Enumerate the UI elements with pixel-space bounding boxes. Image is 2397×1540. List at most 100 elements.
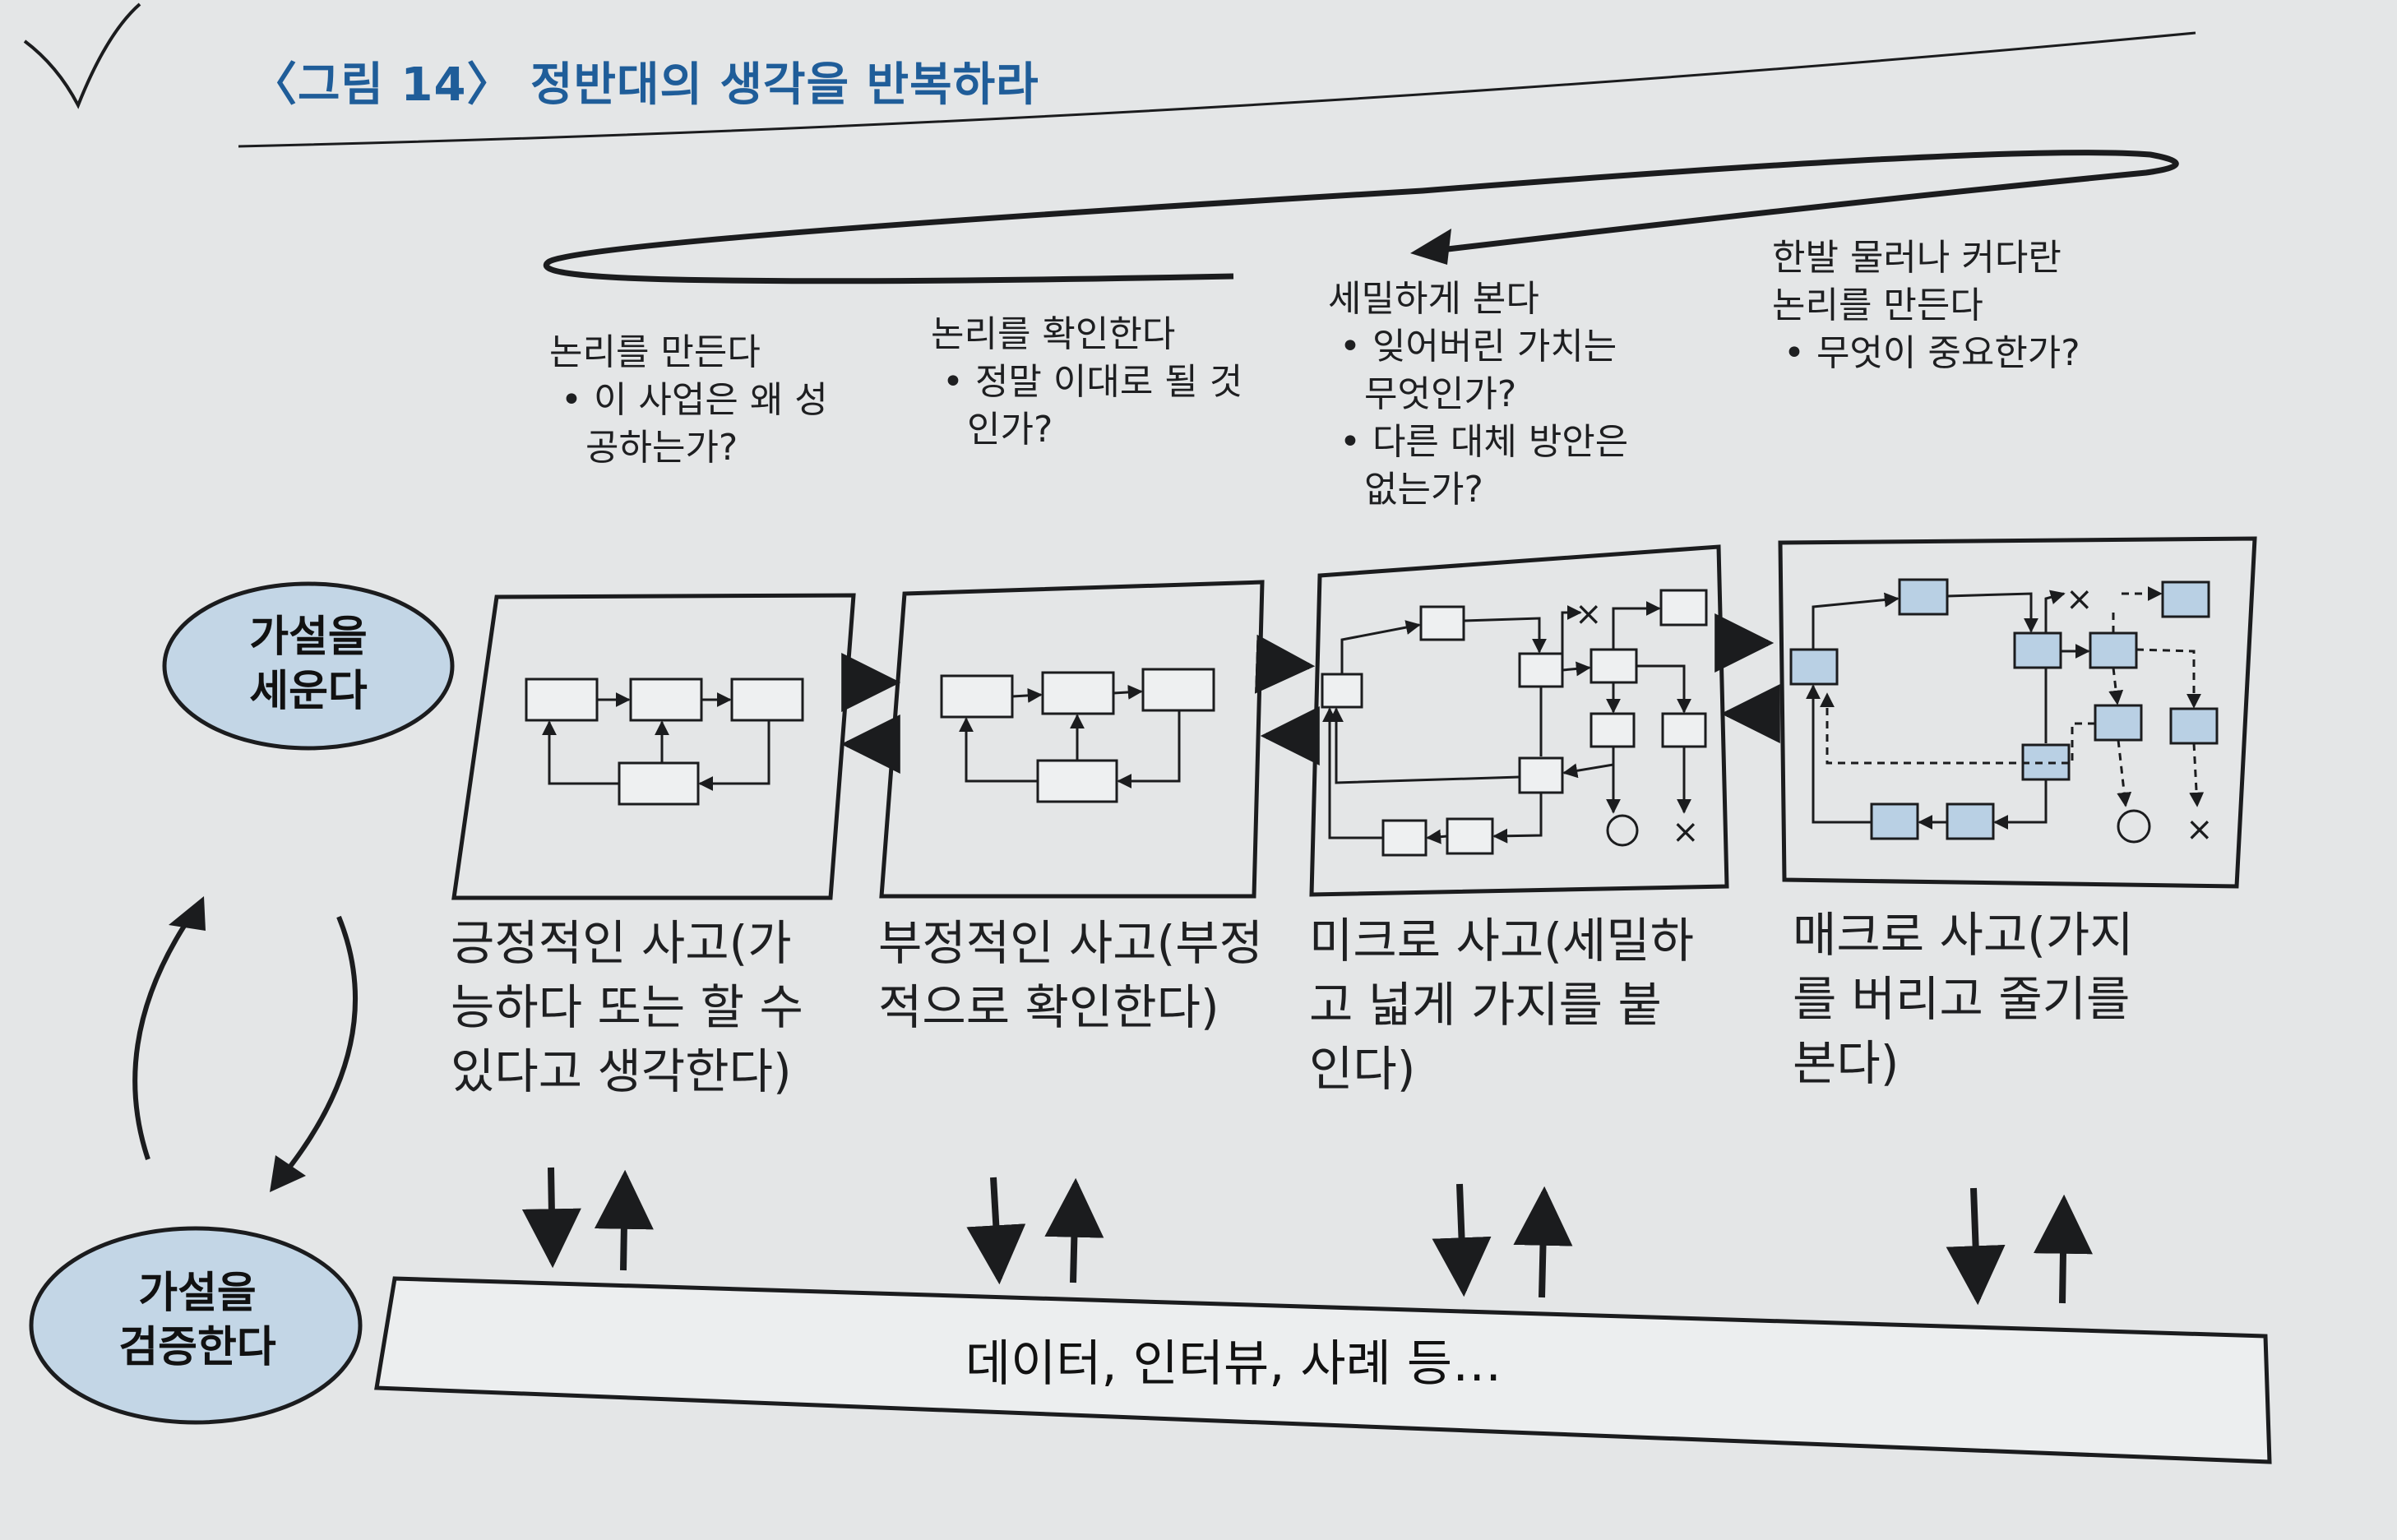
logic-box [1036, 759, 1118, 803]
data-exchange-arrows [521, 1167, 2093, 1306]
hypothesis-verify-oval [29, 1226, 363, 1425]
repeat-loop [543, 150, 2179, 284]
logic-flow-positive [525, 678, 804, 806]
x-mark-icon: × [1575, 595, 1603, 633]
logic-box [618, 761, 700, 806]
logic-box [1041, 671, 1115, 715]
logic-flow-macro [1789, 578, 2219, 840]
stage-transition-arrows [840, 613, 1780, 774]
cycle-arrow-up [132, 907, 198, 1160]
figure-title: 〈그림 14〉 정반대의 생각을 반복하라 [251, 58, 1039, 112]
logic-box [2094, 704, 2143, 742]
logic-box [1321, 673, 1363, 709]
circle-mark-icon [2117, 809, 2151, 844]
note-bullet-line: 공하는가? [585, 427, 738, 469]
note-bullet: • 이 사업은 왜 성 공하는가? [549, 377, 828, 472]
logic-box [1590, 712, 1636, 748]
hypothesis-set-line2: 세운다 [249, 667, 368, 716]
x-mark-icon: × [1672, 813, 1700, 851]
logic-box [2161, 580, 2210, 618]
hypothesis-set-line1: 가설을 [249, 613, 368, 662]
data-bar [374, 1276, 2272, 1464]
hypothesis-set-oval [162, 581, 455, 751]
logic-box [1870, 802, 1919, 840]
pruned-branches [1820, 586, 2205, 807]
note-positive: 논리를 만든다 • 이 사업은 왜 성 공하는가? [549, 329, 828, 472]
logic-box [2089, 631, 2138, 669]
note-heading: 한발 물러나 커다란 [1772, 237, 2062, 279]
logic-box [1141, 668, 1215, 712]
stage-frame-macro [1778, 536, 2257, 889]
logic-box [1946, 802, 1995, 840]
note-bullet-line: • 다른 대체 방안은 [1340, 421, 1629, 463]
note-bullet-line: 무엇인가? [1364, 373, 1517, 415]
caption-line: 적으로 확인한다) [878, 979, 1219, 1035]
hypothesis-verify-label: 가설을 검증한다 [82, 1266, 312, 1375]
logic-flow-negative [940, 668, 1215, 803]
logic-box [1446, 817, 1494, 855]
caption-line: 고 넓게 가지를 붙 [1309, 977, 1662, 1033]
logic-box [2013, 631, 2062, 669]
note-heading: 세밀하게 본다 [1328, 278, 1539, 320]
note-bullet: • 다른 대체 방안은 없는가? [1328, 419, 1628, 514]
note-bullet-line: 인가? [967, 409, 1053, 451]
caption-positive: 긍정적인 사고(가 능하다 또는 할 수 있다고 생각한다) [451, 911, 803, 1103]
caption-line: 부정적인 사고(부정 [878, 915, 1263, 971]
note-negative: 논리를 확인한다 • 정말 이대로 될 것 인가? [931, 311, 1242, 454]
cycle-arrow-up-head [169, 896, 206, 931]
logic-box [1789, 648, 1839, 686]
note-bullet-line: • 정말 이대로 될 것 [942, 361, 1243, 403]
caption-micro: 미크로 사고(세밀하 고 넓게 가지를 붙 인다) [1309, 909, 1694, 1101]
note-micro: 세밀하게 본다 • 잊어버린 가치는 무엇인가? • 다른 대체 방안은 없는가… [1328, 275, 1628, 514]
logic-box [1661, 712, 1707, 748]
note-heading: 논리를 확인한다 [931, 313, 1176, 355]
stage-frame-micro [1309, 544, 1729, 897]
logic-box [1518, 652, 1564, 688]
caption-line: 긍정적인 사고(가 [451, 915, 792, 971]
logic-box [1419, 605, 1465, 641]
caption-macro: 매크로 사고(가지 를 버리고 줄기를 본다) [1793, 903, 2134, 1095]
logic-box [1659, 589, 1708, 627]
loop-arrow-head [1410, 229, 1451, 265]
note-bullet: • 잊어버린 가치는 무엇인가? [1328, 323, 1628, 419]
note-bullet-line: • 이 사업은 왜 성 [561, 379, 828, 421]
caption-line: 매크로 사고(가지 [1793, 907, 2134, 963]
note-bullet-line: • 무엇이 중요한가? [1784, 332, 2080, 374]
hypothesis-set-label: 가설을 세운다 [222, 610, 395, 719]
x-mark-icon: × [2186, 811, 2214, 849]
caption-negative: 부정적인 사고(부정 적으로 확인한다) [878, 911, 1263, 1039]
note-heading: 논리를 만든다 [549, 331, 761, 373]
logic-box [940, 674, 1014, 719]
caption-line: 인다) [1309, 1041, 1416, 1097]
title-rule [238, 31, 2196, 148]
hypothesis-verify-line1: 가설을 [138, 1269, 257, 1318]
hypothesis-verify-line2: 검증한다 [118, 1323, 276, 1372]
stage-frame-negative [879, 580, 1265, 899]
logic-box [1381, 819, 1428, 857]
logic-box [525, 678, 599, 722]
caption-line: 있다고 생각한다) [451, 1043, 792, 1099]
logic-flow-micro [1321, 589, 1708, 857]
circle-mark-icon [1606, 814, 1639, 847]
logic-box [629, 678, 703, 722]
logic-box [1518, 756, 1564, 794]
note-macro: 한발 물러나 커다란 논리를 만든다 • 무엇이 중요한가? [1772, 234, 2080, 377]
caption-line: 능하다 또는 할 수 [451, 979, 803, 1035]
logic-box [2169, 707, 2219, 745]
logic-box [1590, 648, 1638, 684]
stage-frame-positive [451, 593, 856, 900]
cycle-arrow-down [277, 915, 358, 1182]
data-bar-label: 데이터, 인터뷰, 사례 등… [965, 1335, 1502, 1393]
x-mark-icon: × [2066, 580, 2094, 618]
note-bullet: • 무엇이 중요한가? [1772, 330, 2080, 377]
caption-line: 를 버리고 줄기를 [1793, 971, 2131, 1027]
note-bullet-line: 없는가? [1364, 469, 1483, 511]
logic-box [1898, 578, 1949, 616]
note-bullet: • 정말 이대로 될 것 인가? [931, 358, 1242, 454]
note-bullet-line: • 잊어버린 가치는 [1340, 326, 1617, 368]
check-mark-icon [23, 2, 141, 109]
note-heading-2: 논리를 만든다 [1772, 284, 1983, 326]
logic-box [730, 678, 804, 722]
